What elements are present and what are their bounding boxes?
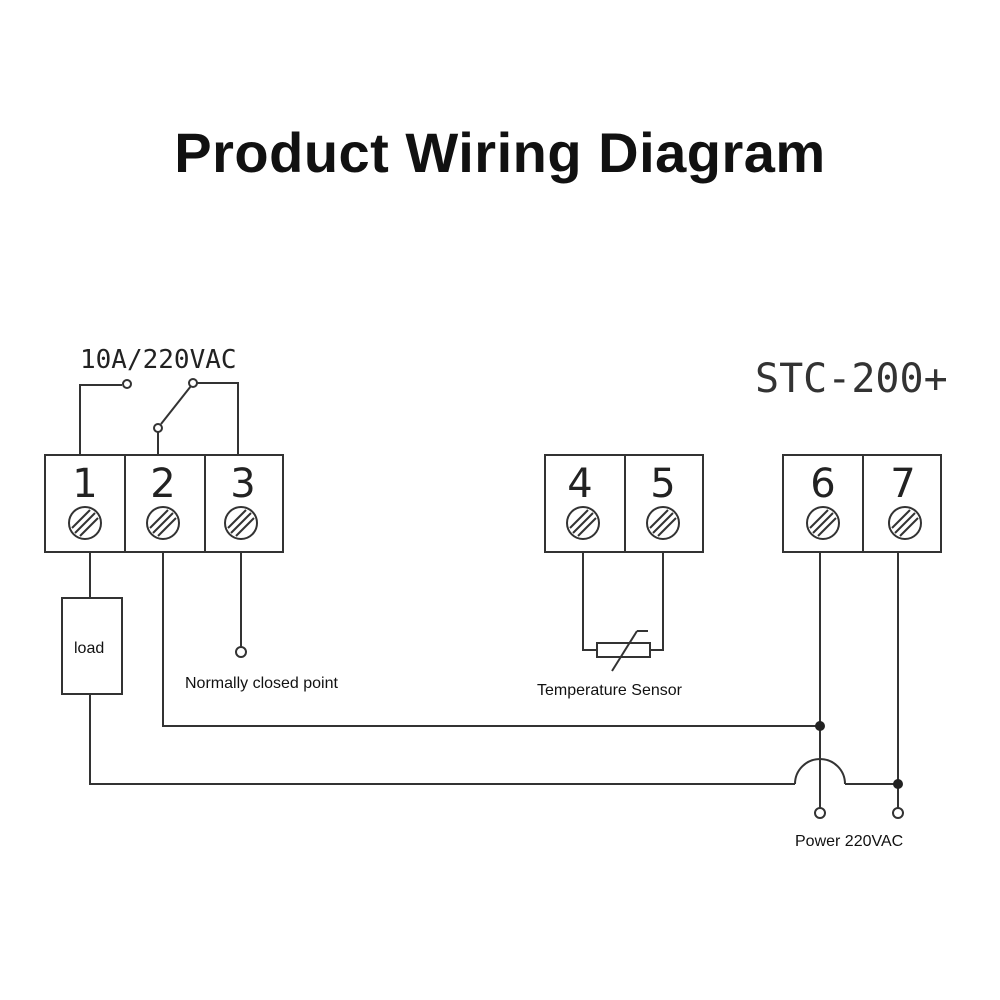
- terminal-2-screw-icon: [146, 506, 180, 540]
- terminal-7-screw-icon: [888, 506, 922, 540]
- normally-closed-point: Normally closed point: [185, 552, 339, 692]
- terminal-block-sensor: 4 5: [544, 454, 704, 553]
- power-terminal-point: [814, 807, 826, 819]
- terminal-block-power: 6 7: [782, 454, 942, 553]
- page-title: Product Wiring Diagram: [174, 121, 826, 184]
- terminal-4-number: 4: [567, 461, 592, 507]
- terminal-1-screw-icon: [68, 506, 102, 540]
- terminal-block-relay: 1 2 3: [44, 454, 284, 553]
- terminal-3-number: 3: [230, 461, 255, 507]
- temperature-sensor-label: Temperature Sensor: [537, 682, 683, 699]
- junction-dot: [893, 779, 903, 789]
- power-input: Power 220VAC: [794, 552, 904, 850]
- power-label: Power 220VAC: [795, 833, 903, 850]
- terminal-6-number: 6: [810, 461, 835, 507]
- terminal-5-number: 5: [650, 461, 675, 507]
- terminal-3-screw-icon: [224, 506, 258, 540]
- power-terminal-point: [892, 807, 904, 819]
- temperature-sensor: Temperature Sensor: [537, 552, 683, 699]
- normally-closed-label: Normally closed point: [185, 675, 339, 692]
- terminal-2-number: 2: [150, 461, 175, 507]
- model-label: STC-200+: [755, 356, 948, 402]
- terminal-6-screw-icon: [806, 506, 840, 540]
- terminal-4-screw-icon: [566, 506, 600, 540]
- terminal-7-number: 7: [890, 461, 915, 507]
- load-label: load: [74, 640, 104, 657]
- relay-switch: [79, 378, 239, 455]
- terminal-1-number: 1: [72, 461, 97, 507]
- load-component: load: [61, 552, 795, 785]
- terminal-5-screw-icon: [646, 506, 680, 540]
- junction-dot: [815, 721, 825, 731]
- relay-rating-label: 10A/220VAC: [80, 345, 237, 375]
